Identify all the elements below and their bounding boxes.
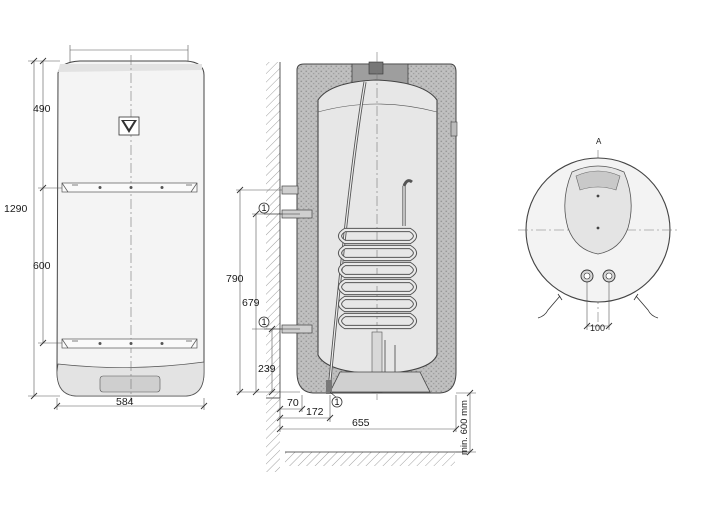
- dim-label-239: 239: [258, 363, 276, 375]
- brand-logo-icon: [118, 116, 140, 136]
- dim-label-490: 490: [33, 103, 51, 115]
- callout-1-upper: 1: [258, 202, 300, 215]
- svg-text:1: 1: [261, 317, 266, 327]
- right-foot: [635, 295, 659, 319]
- inner-tank: [317, 79, 438, 375]
- connection-fitting-left: [580, 269, 594, 283]
- callout-1-bottom: 1: [329, 391, 343, 408]
- dim-label-600: 600: [33, 260, 51, 272]
- svg-text:1: 1: [334, 397, 339, 407]
- dim-label-100: 100: [590, 323, 605, 333]
- dim-label-790: 790: [226, 273, 244, 285]
- front-view: 1290 490 600 584: [4, 45, 208, 410]
- connection-fitting-right: [602, 269, 616, 283]
- dim-label-clearance: min. 600 mm: [459, 400, 470, 455]
- svg-text:1: 1: [261, 203, 266, 213]
- heat-exchanger-coil: [337, 227, 418, 330]
- dim-label-655: 655: [352, 417, 370, 429]
- top-view: A 100: [518, 137, 678, 333]
- lower-wall-bracket: [61, 338, 198, 349]
- left-foot: [537, 295, 561, 319]
- side-section-view: 790 679 239 70 172 655 min. 600 mm: [226, 52, 476, 472]
- dim-label-1290: 1290: [4, 203, 28, 215]
- dim-label-679: 679: [242, 297, 260, 309]
- dim-label-172: 172: [306, 406, 324, 418]
- floor-hatch: [285, 452, 455, 466]
- wall-hatch: [266, 62, 280, 472]
- view-label-a: A: [596, 137, 602, 146]
- front-bottom-cover: [99, 375, 161, 393]
- top-connection-pipe: [281, 185, 299, 195]
- dim-label-70: 70: [287, 397, 299, 409]
- upper-wall-bracket: [61, 182, 198, 193]
- callout-1-lower: 1: [258, 316, 300, 330]
- dim-label-584: 584: [116, 396, 134, 408]
